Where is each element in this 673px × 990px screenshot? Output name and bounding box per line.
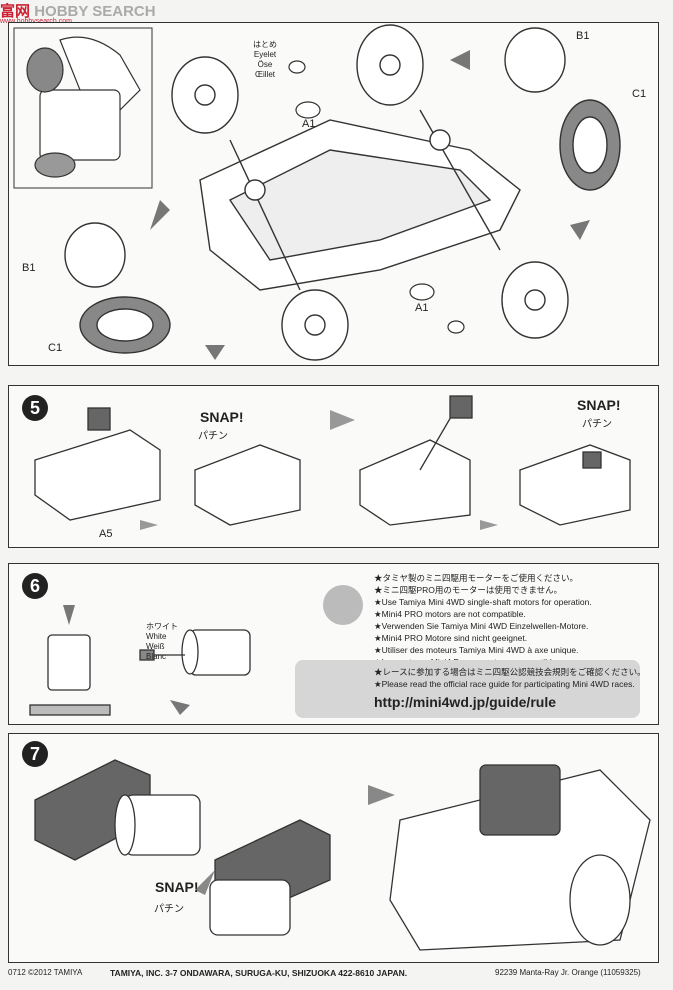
inset-frame bbox=[13, 27, 153, 189]
note-line: ★タミヤ製のミニ四駆用モーターをご使用ください。 bbox=[374, 573, 579, 583]
step-7-number: 7 bbox=[22, 741, 48, 767]
eyelet-en: Eyelet bbox=[253, 50, 277, 59]
gearbox-drawings bbox=[34, 395, 631, 526]
snap-jp-label-1: パチン bbox=[198, 431, 228, 442]
snap-label-1: SNAP! bbox=[200, 409, 244, 425]
eyelet-fr: Œillet bbox=[254, 70, 275, 79]
snap-label-step7: SNAP! bbox=[155, 879, 199, 895]
footer-code: 0712 ©2012 TAMIYA bbox=[8, 968, 83, 977]
watermark-logo: 富网 bbox=[0, 3, 31, 20]
label-c1-left: C1 bbox=[48, 342, 63, 354]
step-6-arrows bbox=[170, 700, 190, 715]
assembly-arrows bbox=[150, 50, 590, 360]
note-line: ★Verwenden Sie Tamiya Mini 4WD Einzelwel… bbox=[374, 621, 589, 631]
watermark-site: HOBBY SEARCH bbox=[34, 3, 156, 20]
step-5-arrows bbox=[140, 410, 498, 530]
rules-url-link[interactable]: http://mini4wd.jp/guide/rule bbox=[374, 694, 556, 710]
note-line: ★Mini4 PRO motors are not compatible. bbox=[374, 609, 526, 619]
watermark: 富网 HOBBY SEARCH www.hobbysearch.com bbox=[0, 0, 156, 25]
step-7-arrows bbox=[195, 785, 395, 895]
race-note-line: ★レースに参加する場合はミニ四駆公認競技会規則をご確認ください。 bbox=[374, 667, 646, 677]
snap-jp-label-2: パチン bbox=[582, 419, 612, 430]
white-label: ホワイト White Weiß Blanc bbox=[146, 622, 178, 662]
step-5-number: 5 bbox=[22, 395, 48, 421]
motor-cover-drawings bbox=[34, 759, 651, 951]
race-note-line: ★Please read the official race guide for… bbox=[374, 679, 635, 689]
race-rules-box bbox=[295, 660, 640, 718]
note-line: ★Use Tamiya Mini 4WD single-shaft motors… bbox=[374, 597, 592, 607]
label-b1-left: B1 bbox=[22, 262, 36, 274]
white-jp: ホワイト bbox=[146, 622, 178, 631]
footer-address: TAMIYA, INC. 3-7 ONDAWARA, SURUGA-KU, SH… bbox=[110, 968, 408, 978]
inset-hand-drawing bbox=[26, 36, 141, 178]
white-fr: Blanc bbox=[146, 652, 167, 661]
note-line: ★Utiliser des moteurs Tamiya Mini 4WD à … bbox=[374, 645, 579, 655]
eyelet-jp: はとめ bbox=[253, 40, 277, 49]
star-seal-icon bbox=[323, 585, 363, 625]
label-a1-bottom: A1 bbox=[415, 302, 429, 314]
wheel-drawings bbox=[171, 24, 569, 361]
note-line: ★ミニ四駆PRO用のモーターは使用できません。 bbox=[374, 585, 563, 595]
eyelet-label: はとめ Eyelet Öse Œillet bbox=[253, 40, 277, 80]
label-c1-right: C1 bbox=[632, 88, 647, 100]
watermark-sub: www.hobbysearch.com bbox=[0, 18, 156, 25]
white-de: Weiß bbox=[146, 642, 165, 651]
eyelet-de: Öse bbox=[257, 60, 273, 69]
a1-and-eyelet-parts bbox=[288, 60, 465, 334]
white-en: White bbox=[146, 632, 167, 641]
note-line: ★Mini4 PRO Motore sind nicht geeignet. bbox=[374, 633, 528, 643]
snap-label-2: SNAP! bbox=[577, 397, 621, 413]
snap-jp-label-step7: パチン bbox=[154, 904, 184, 915]
motor-drawings bbox=[29, 605, 251, 716]
race-notes: ★レースに参加する場合はミニ四駆公認競技会規則をご確認ください。 ★Please… bbox=[374, 666, 646, 690]
label-b1-right: B1 bbox=[576, 30, 590, 42]
footer-product: 92239 Manta-Ray Jr. Orange (11059325) bbox=[495, 968, 641, 977]
label-a1-top: A1 bbox=[302, 118, 316, 130]
chassis-drawing bbox=[199, 109, 521, 291]
step-6-number: 6 bbox=[22, 573, 48, 599]
label-a5: A5 bbox=[99, 528, 113, 540]
tyre-and-rim-drawings bbox=[64, 27, 621, 354]
